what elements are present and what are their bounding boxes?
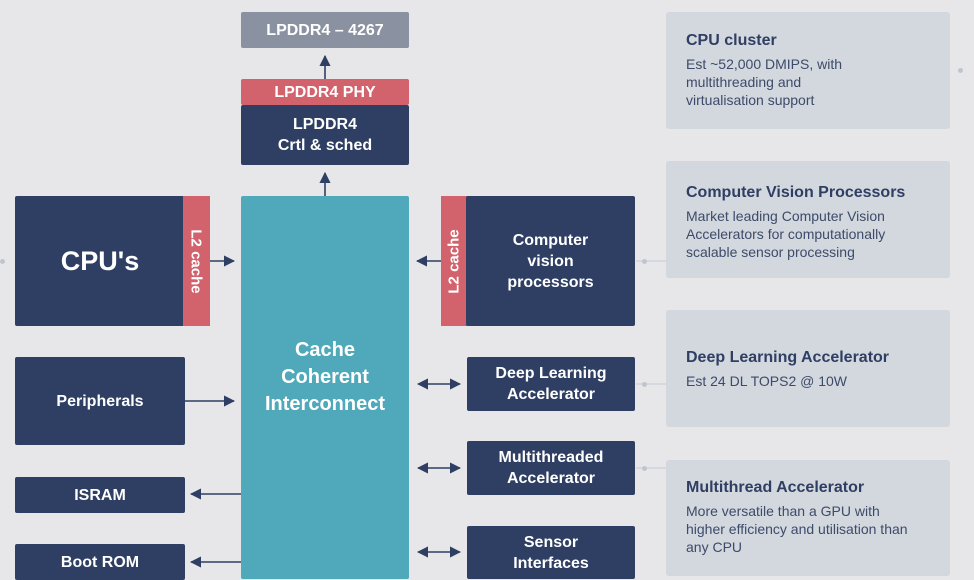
- multithreaded-accelerator-block: Multithreaded Accelerator: [467, 441, 635, 495]
- card-computer-vision-title: Computer Vision Processors: [686, 184, 906, 201]
- leader-dot-dla: [642, 382, 647, 387]
- lpddr4-ctrl-block: LPDDR4 Crtl & sched: [241, 105, 409, 165]
- card-cpu-cluster-title: CPU cluster: [686, 32, 777, 49]
- peripherals-block: Peripherals: [15, 357, 185, 445]
- card-computer-vision-body: Market leading Computer Vision Accelerat…: [686, 208, 886, 260]
- boot-rom-block: Boot ROM: [15, 544, 185, 580]
- leader-dot-cvp: [642, 259, 647, 264]
- computer-vision-processors-block: Computer vision processors: [466, 196, 635, 326]
- card-cpu-cluster: CPU cluster Est ~52,000 DMIPS, with mult…: [666, 12, 950, 129]
- cpu-l2-cache-label: L2 cache: [188, 228, 205, 294]
- card-multithread-title: Multithread Accelerator: [686, 479, 865, 496]
- sensor-interfaces-block: Sensor Interfaces: [467, 526, 635, 579]
- card-cpu-cluster-body: Est ~52,000 DMIPS, with multithreading a…: [686, 56, 843, 108]
- lpddr4-speed-block: LPDDR4 – 4267: [241, 12, 409, 48]
- cpu-l2-cache: L2 cache: [183, 196, 210, 326]
- cv-l2-cache-label: L2 cache: [446, 228, 463, 294]
- card-computer-vision: Computer Vision Processors Market leadin…: [666, 161, 950, 278]
- isram-block: ISRAM: [15, 477, 185, 513]
- card-deep-learning-body: Est 24 DL TOPS2 @ 10W: [686, 373, 848, 389]
- cache-coherent-interconnect: Cache Coherent Interconnect: [241, 196, 409, 579]
- leader-dot-edge-right: [958, 68, 963, 73]
- deep-learning-accelerator-block: Deep Learning Accelerator: [467, 357, 635, 411]
- leader-dot-mta: [642, 466, 647, 471]
- card-deep-learning: Deep Learning Accelerator Est 24 DL TOPS…: [666, 310, 950, 427]
- cv-l2-cache: L2 cache: [441, 196, 468, 326]
- cpus-block: CPU's: [15, 196, 185, 326]
- card-deep-learning-title: Deep Learning Accelerator: [686, 349, 890, 366]
- leader-dot-edge-left: [0, 259, 5, 264]
- card-multithread: Multithread Accelerator More versatile t…: [666, 460, 950, 576]
- card-multithread-body: More versatile than a GPU with higher ef…: [686, 503, 908, 555]
- lpddr4-phy-block: LPDDR4 PHY: [241, 79, 409, 105]
